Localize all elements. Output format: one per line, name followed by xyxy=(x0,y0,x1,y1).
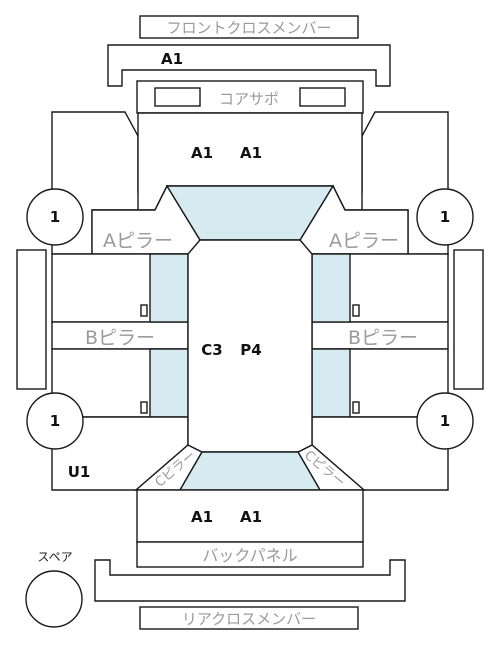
front-cross-member-label: フロントクロスメンバー xyxy=(166,19,331,37)
core-support-label: コアサポ xyxy=(219,90,279,108)
door-handle-front-left xyxy=(140,304,148,317)
side-step-right[interactable] xyxy=(453,249,484,390)
door-handle-rear-right xyxy=(352,401,360,414)
front-cross-member-code: A1 xyxy=(161,50,183,68)
wheel-front-right[interactable] xyxy=(416,188,474,246)
side-step-left[interactable] xyxy=(16,249,47,390)
b-pillar-right-label: Bピラー xyxy=(348,327,418,349)
front-cross-member-box xyxy=(139,15,359,39)
wheel-front-left-code: 1 xyxy=(50,208,60,226)
spare-label: スペア xyxy=(37,550,72,564)
roof-code-right: P4 xyxy=(240,341,261,359)
trunk-code-left: A1 xyxy=(191,508,213,526)
trunk-code-right: A1 xyxy=(240,508,262,526)
wheel-rear-right[interactable] xyxy=(416,392,474,450)
rear-window-right[interactable] xyxy=(311,348,351,418)
hood-code-left: A1 xyxy=(191,144,213,162)
headlight-left xyxy=(154,87,201,107)
rear-cross-member-box xyxy=(139,606,359,630)
hood-code-right: A1 xyxy=(240,144,262,162)
headlight-right xyxy=(299,87,346,107)
a-pillar-right-label: Aピラー xyxy=(329,230,399,252)
a-pillar-left-label: Aピラー xyxy=(103,230,173,252)
rear-cross-member[interactable] xyxy=(94,559,406,602)
b-pillar-left-label: Bピラー xyxy=(85,327,155,349)
rear-window[interactable] xyxy=(178,451,322,491)
wheel-rear-left-code: 1 xyxy=(50,412,60,430)
spare-tire[interactable] xyxy=(25,570,83,628)
wheel-front-left[interactable] xyxy=(26,188,84,246)
rear-cross-member-label: リアクロスメンバー xyxy=(182,610,316,628)
front-cross-member[interactable] xyxy=(107,44,391,87)
front-window-left[interactable] xyxy=(149,253,189,323)
rear-window-left[interactable] xyxy=(149,348,189,418)
back-panel[interactable] xyxy=(136,541,364,568)
wheel-rear-left[interactable] xyxy=(26,392,84,450)
front-window-right[interactable] xyxy=(311,253,351,323)
door-handle-rear-left xyxy=(140,401,148,414)
door-handle-front-right xyxy=(352,304,360,317)
back-panel-label: バックパネル xyxy=(202,546,297,565)
wheel-front-right-code: 1 xyxy=(440,208,450,226)
b-pillar-right[interactable] xyxy=(311,321,449,350)
trunk[interactable] xyxy=(136,489,364,543)
underbody-code: U1 xyxy=(68,463,91,481)
roof-code-left: C3 xyxy=(201,341,222,359)
wheel-rear-right-code: 1 xyxy=(440,412,450,430)
